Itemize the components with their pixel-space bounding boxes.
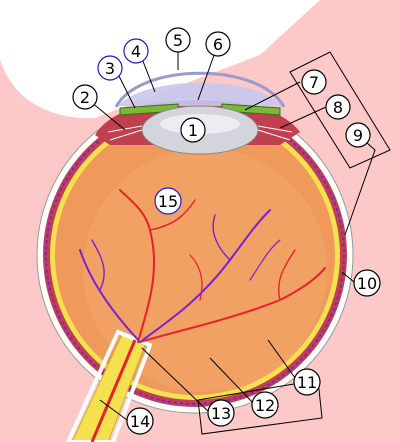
label-15: 15 [154, 187, 182, 215]
label-13-text: 13 [211, 404, 231, 423]
label-2: 2 [72, 84, 98, 110]
bracket-11-13 [197, 379, 323, 435]
label-3-text: 3 [105, 59, 115, 78]
label-6: 6 [205, 31, 231, 57]
label-10-text: 10 [357, 274, 377, 293]
label-7-text: 7 [309, 73, 319, 92]
label-8-text: 8 [333, 98, 343, 117]
central-artery [90, 339, 137, 442]
label-12: 12 [251, 391, 279, 419]
label-3: 3 [97, 55, 123, 81]
label-12-text: 12 [255, 396, 275, 415]
label-5-text: 5 [173, 31, 183, 50]
label-11-text: 11 [297, 373, 317, 392]
label-1: 1 [180, 117, 206, 143]
retinal-vessels [79, 189, 326, 343]
label-4: 4 [123, 38, 149, 64]
zonule-fibers [107, 125, 293, 141]
label-9-text: 9 [353, 126, 363, 145]
label-15-text: 15 [158, 192, 178, 211]
label-2-text: 2 [80, 88, 90, 107]
choroid-vessels [45, 105, 345, 405]
label-14-text: 14 [130, 412, 150, 431]
label-10: 10 [353, 269, 381, 297]
bracket-7-9 [289, 51, 391, 169]
label-6-text: 6 [213, 35, 223, 54]
label-8: 8 [325, 94, 351, 120]
label-7: 7 [301, 69, 327, 95]
label-4-text: 4 [131, 42, 141, 61]
label-1-text: 1 [188, 121, 198, 140]
label-14: 14 [126, 407, 154, 435]
label-5: 5 [165, 27, 191, 53]
vitreous-shade [83, 148, 327, 392]
label-11: 11 [293, 368, 321, 396]
cornea [114, 71, 286, 108]
label-13: 13 [207, 399, 235, 427]
label-9: 9 [345, 122, 371, 148]
